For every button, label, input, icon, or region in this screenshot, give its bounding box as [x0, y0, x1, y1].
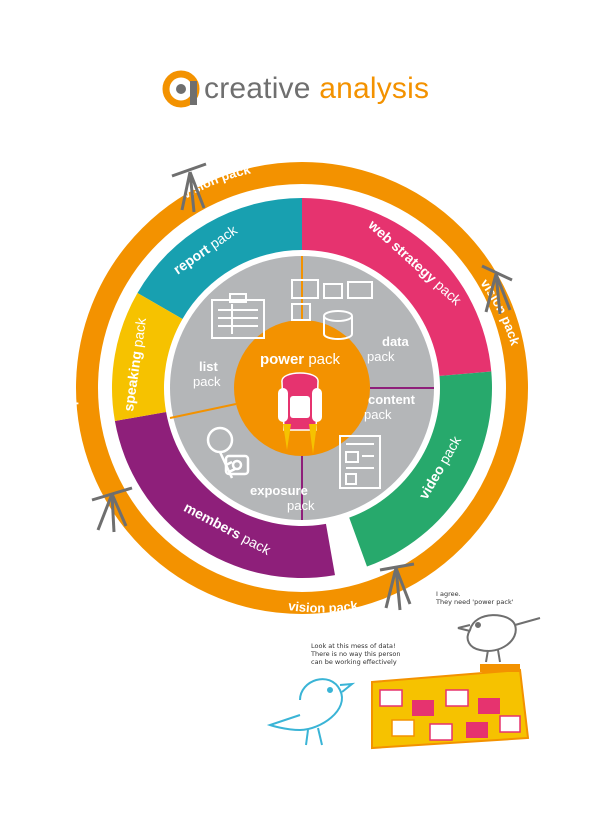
messy-briefcase-icon: [371, 664, 530, 750]
content-pack-sub: pack: [364, 407, 392, 422]
speech-bubble-top: I agree. They need 'power pack': [436, 590, 514, 606]
vision-label-bottom: vision pack: [287, 598, 359, 616]
brand-word-1: creative: [204, 72, 311, 105]
brand-word-2: analysis: [319, 72, 430, 105]
telescope-icon: [91, 162, 513, 611]
list-pack-label: list: [199, 359, 218, 374]
speech-bubble-left: Look at this mess of data! There is no w…: [311, 642, 401, 666]
segment-speaking: [112, 293, 183, 421]
data-pack-label: data: [382, 334, 410, 349]
segment-web-strategy: [302, 198, 492, 376]
vision-ring: [76, 162, 528, 614]
bird-left-icon: [266, 678, 356, 746]
list-pack-sub: pack: [193, 374, 221, 389]
power-pack-label: power pack: [260, 351, 341, 368]
segment-report: [137, 198, 302, 319]
document-icon: [339, 435, 381, 489]
brand-mark-icon: [162, 70, 200, 108]
segment-video: [349, 371, 492, 567]
jetpack-icon: [278, 372, 322, 454]
brand-name: creative analysis: [204, 72, 429, 106]
bird-right-icon: [457, 614, 541, 663]
segment-members: [114, 411, 335, 578]
data-pack-sub: pack: [367, 349, 395, 364]
data-icon: [291, 279, 373, 340]
exposure-pack-label: exposure: [250, 483, 308, 498]
exposure-pack-sub: pack: [287, 498, 315, 513]
list-board-icon: [211, 293, 265, 339]
keys-icon: [206, 426, 250, 479]
brand-logo: creative analysis: [160, 64, 429, 114]
content-pack-label: content: [368, 392, 416, 407]
